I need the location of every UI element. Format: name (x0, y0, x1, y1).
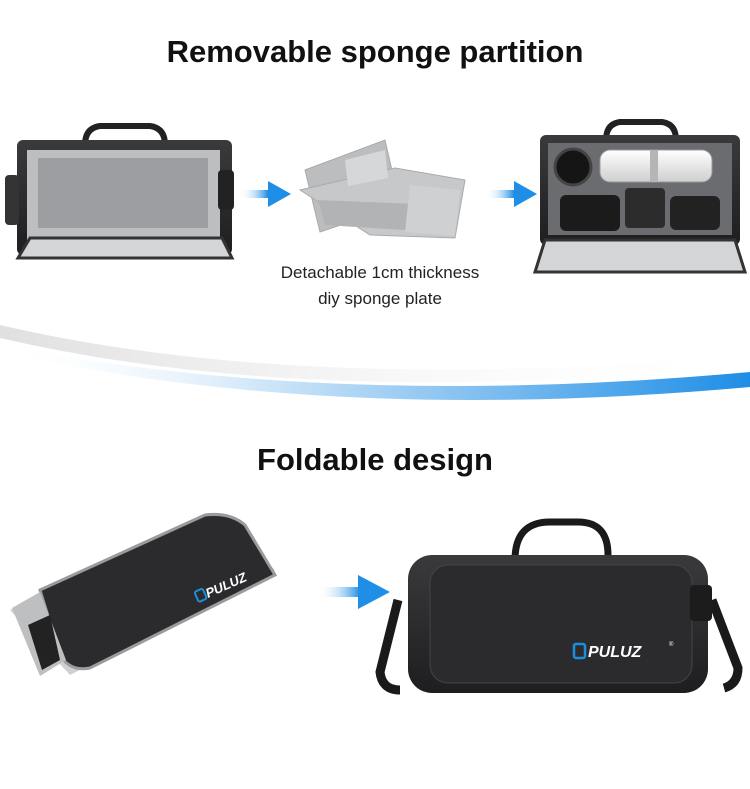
section-heading-foldable-design: Foldable design (257, 442, 493, 477)
arrow-right-icon (486, 181, 537, 207)
caption-line-1: Detachable 1cm thickness (280, 263, 480, 282)
folded-bag-image: PULUZ (10, 513, 278, 676)
empty-open-bag-image (5, 123, 235, 260)
caption-line-2: diy sponge plate (318, 289, 442, 308)
brand-logo-text: PULUZ (588, 644, 643, 661)
arrow-right-icon (240, 181, 291, 207)
sponge-plate-caption: Detachable 1cm thickness diy sponge plat… (215, 260, 545, 312)
sponge-partitions-image (298, 139, 466, 239)
packed-bag-image (532, 119, 748, 274)
section-heading-sponge-partition: Removable sponge partition (166, 34, 584, 69)
brand-logo: PULUZ ® (572, 641, 674, 661)
assembled-bag-image: PULUZ ® (375, 518, 743, 695)
swoosh-divider (0, 325, 750, 401)
arrow-right-icon (318, 575, 390, 609)
registered-mark: ® (669, 641, 674, 648)
